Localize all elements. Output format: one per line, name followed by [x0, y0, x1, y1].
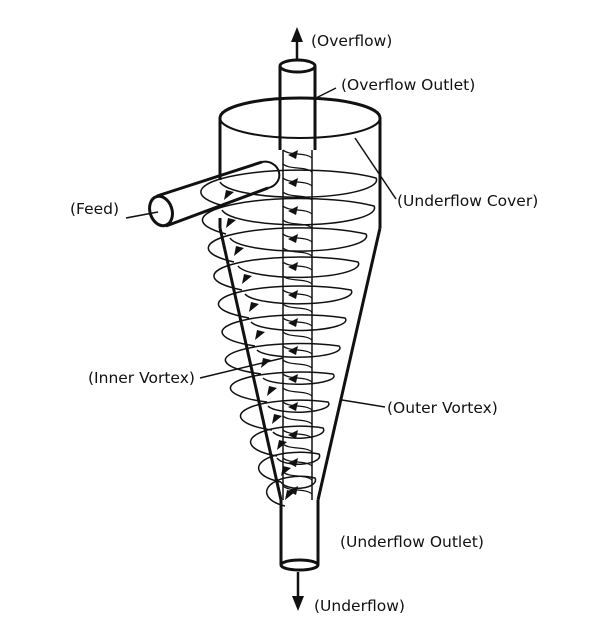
inner-vortex-loop: [282, 317, 313, 327]
leader-outer-vortex: [341, 399, 386, 408]
leader-underflow-cover: [354, 137, 397, 200]
label-underflow: (Underflow): [314, 597, 405, 615]
outer-vortex-loop: [207, 227, 368, 263]
inner-vortex-loop: [282, 303, 313, 313]
inner-vortex-loop: [282, 387, 313, 397]
underflow-arrow: [292, 572, 304, 611]
inner-vortex-loop: [282, 331, 313, 341]
inner-vortex-arrowhead: [288, 318, 298, 327]
outer-vortex-arrowhead: [249, 302, 259, 312]
outer-vortex-loop: [229, 371, 335, 403]
inner-vortex-arrowhead: [288, 486, 298, 495]
inner-vortex-loop: [282, 457, 313, 467]
inner-vortex-loop: [282, 205, 313, 215]
outer-vortex-loop: [213, 256, 360, 291]
inner-vortex-loop: [282, 191, 313, 201]
outer-vortex-loop: [239, 399, 330, 431]
inner-vortex-arrowhead: [288, 346, 298, 355]
outer-vortex-arrowhead: [226, 218, 236, 228]
inner-vortex-arrowhead: [288, 290, 298, 299]
inner-vortex-arrowhead: [288, 234, 298, 243]
outer-vortex-loop: [217, 285, 353, 319]
outer-vortex-arrowhead: [242, 274, 252, 284]
inner-vortex-loop: [282, 289, 313, 299]
inner-vortex-loop: [282, 429, 313, 439]
inner-vortex-loop: [282, 443, 313, 453]
overflow-arrow: [291, 27, 303, 60]
inner-vortex-loop: [282, 485, 313, 495]
inner-vortex-loop: [282, 149, 313, 159]
inner-vortex-loop: [282, 163, 313, 173]
outer-vortex-loop: [221, 314, 347, 347]
outer-vortex-arrowhead: [234, 246, 244, 256]
label-overflow-outlet: (Overflow Outlet): [341, 76, 475, 94]
inner-vortex-loop: [282, 359, 313, 369]
leader-inner-vortex: [199, 357, 284, 379]
outer-vortex-spiral: [200, 169, 378, 507]
inner-vortex-loop: [282, 247, 313, 257]
leader-overflow-outlet: [315, 87, 337, 99]
label-outer-vortex: (Outer Vortex): [387, 399, 498, 417]
inner-vortex-arrowhead: [288, 178, 298, 187]
outer-vortex-loop: [224, 342, 341, 375]
inner-vortex-loop: [282, 275, 313, 285]
inner-vortex-loop: [282, 219, 313, 229]
inner-vortex-arrowhead: [288, 402, 298, 411]
inner-vortex-arrowhead: [288, 458, 298, 467]
leader-lines: [125, 87, 397, 408]
outer-vortex-loop: [200, 169, 378, 207]
inner-vortex-loop: [282, 401, 313, 411]
label-underflow-outlet: (Underflow Outlet): [340, 533, 484, 551]
outer-vortex-arrowhead: [224, 190, 234, 200]
label-feed: (Feed): [70, 200, 119, 218]
label-underflow-cover: (Underflow Cover): [397, 192, 538, 210]
leader-feed: [125, 211, 159, 219]
outer-vortex-arrowhead: [267, 386, 277, 396]
inner-vortex-loop: [282, 345, 313, 355]
outer-vortex-arrowhead: [277, 440, 287, 450]
inner-vortex-loop: [282, 373, 313, 383]
inner-vortex-arrowhead: [288, 206, 298, 215]
outer-vortex-loop: [201, 197, 376, 235]
underflow-outlet-pipe: [279, 500, 320, 572]
overflow-outlet-pipe: [278, 58, 317, 150]
inner-vortex-loop: [282, 261, 313, 271]
cyclone-body: [218, 96, 382, 501]
inner-vortex-arrowhead: [288, 262, 298, 271]
label-inner-vortex: (Inner Vortex): [88, 369, 195, 387]
inner-vortex-column: [282, 149, 313, 500]
inner-vortex-loop: [282, 471, 313, 481]
inner-vortex-arrowhead: [288, 374, 298, 383]
inner-vortex-arrowhead: [288, 150, 298, 159]
outer-vortex-loop: [249, 425, 325, 457]
inner-vortex-arrowhead: [288, 430, 298, 439]
label-overflow: (Overflow): [311, 32, 392, 50]
inner-vortex-loop: [282, 415, 313, 425]
inner-vortex-loop: [282, 177, 313, 187]
outer-vortex-arrowhead: [272, 414, 282, 424]
inner-vortex-loop: [282, 233, 313, 243]
outer-vortex-arrowhead: [261, 358, 271, 368]
outer-vortex-arrowhead: [255, 330, 265, 340]
